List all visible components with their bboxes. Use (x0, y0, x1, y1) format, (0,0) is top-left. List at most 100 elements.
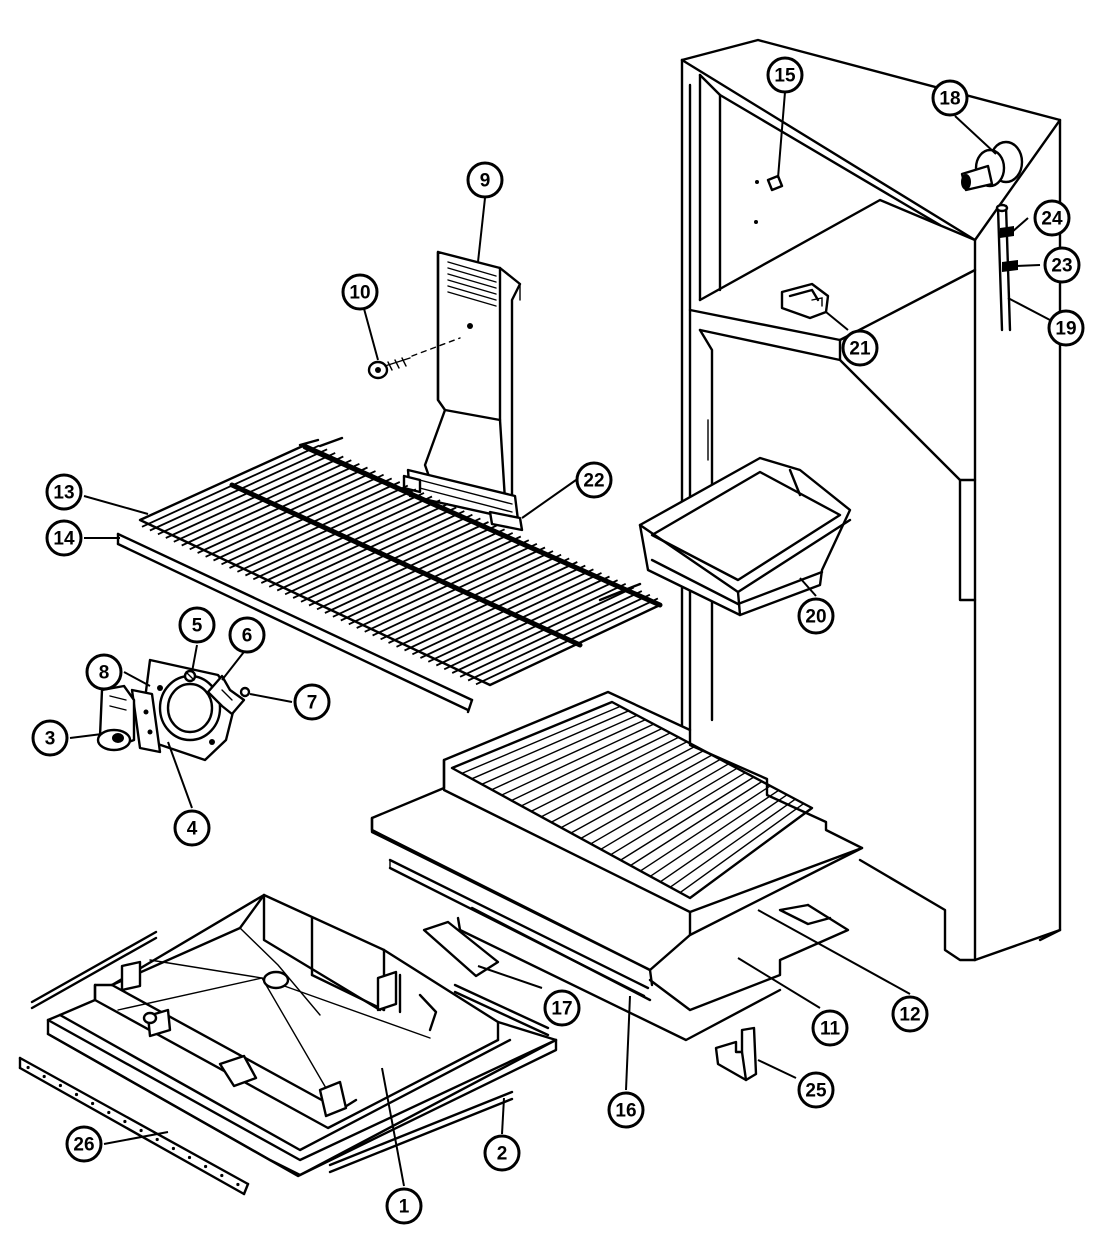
cover-rib (560, 749, 705, 829)
cover-rib (530, 736, 680, 812)
callout-number: 16 (615, 1101, 636, 1122)
callout-number: 18 (939, 89, 960, 110)
part-17-small-panel (422, 920, 500, 978)
callout-1: 1 (385, 1187, 423, 1225)
part-2-side-rail (328, 983, 550, 1174)
callout-circle (483, 1134, 521, 1172)
part-21-bracket (780, 282, 830, 320)
callout-number: 15 (774, 66, 796, 87)
callout-circle (1043, 246, 1081, 284)
callout-number: 7 (307, 693, 318, 714)
callout-11: 11 (811, 1009, 849, 1047)
rail-hole (58, 1083, 63, 1088)
callout-circle (466, 161, 504, 199)
cover-rib (669, 798, 796, 888)
callout-19: 19 (1047, 309, 1085, 347)
callout-number: 1 (399, 1197, 410, 1218)
callout-18: 18 (931, 79, 969, 117)
callout-number: 11 (820, 1019, 841, 1040)
cover-rib (679, 802, 805, 894)
callout-8: 8 (85, 653, 123, 691)
cover-rib (639, 785, 771, 872)
callout-number: 9 (480, 171, 491, 192)
cover-rib (600, 767, 738, 850)
callout-circle (178, 606, 216, 644)
rail-hole (204, 1164, 208, 1169)
callout-circle (543, 989, 581, 1027)
cover-rib (619, 776, 755, 861)
callout-3: 3 (31, 719, 69, 757)
part-25-bracket (714, 1026, 758, 1082)
cover-rib (550, 745, 696, 823)
callout-circle (607, 1091, 645, 1129)
cover-rib (520, 732, 671, 807)
callout-circle (797, 597, 835, 635)
callout-circle (173, 809, 211, 847)
rail-hole (107, 1110, 111, 1115)
callout-24: 24 (1033, 199, 1071, 237)
callout-circle (45, 473, 83, 511)
rail-hole (220, 1173, 224, 1178)
callout-circle (85, 653, 123, 691)
cover-rib (461, 705, 621, 775)
callout-circle (931, 79, 969, 117)
callout-circle (797, 1071, 835, 1109)
callout-26: 26 (65, 1125, 103, 1163)
callout-number: 3 (45, 729, 56, 750)
cover-rib (491, 719, 646, 791)
callout-14: 14 (45, 519, 83, 557)
cover-ribs (461, 705, 805, 894)
rail-hole (187, 1155, 192, 1160)
callout-number: 22 (583, 471, 604, 492)
callout-circle (841, 329, 879, 367)
callout-22: 22 (575, 461, 613, 499)
callout-number: 25 (805, 1081, 827, 1102)
callout-circle (1033, 199, 1071, 237)
part-8-fan-bracket (138, 658, 238, 762)
part-16-strip (388, 858, 650, 998)
callout-5: 5 (178, 606, 216, 644)
part-9-air-duct (406, 250, 522, 522)
left-rail (30, 930, 158, 1010)
callout-circle (766, 56, 804, 94)
part-1-crisper-tray (46, 893, 558, 1178)
cover-rib (580, 758, 721, 840)
callout-circle (293, 683, 331, 721)
callout-circle (385, 1187, 423, 1225)
cover-rib (659, 794, 788, 883)
callout-circle (65, 1125, 103, 1163)
callout-23: 23 (1043, 246, 1081, 284)
callout-number: 17 (551, 999, 572, 1020)
cover-rib (500, 723, 655, 796)
part-6-fan-blade (206, 674, 246, 716)
rail-hole (171, 1146, 175, 1151)
part-7-clip (239, 686, 251, 698)
cover-rib (540, 741, 688, 818)
callout-number: 13 (53, 483, 74, 504)
callout-20: 20 (797, 597, 835, 635)
part-12-crisper-cover (370, 690, 864, 987)
part-10-screw (367, 337, 461, 380)
vent-grille (447, 261, 497, 307)
callout-circle (575, 461, 613, 499)
callout-circle (1047, 309, 1085, 347)
rail-hole (91, 1101, 95, 1106)
callout-number: 8 (99, 663, 110, 684)
part-22-clips (402, 474, 524, 532)
callout-13: 13 (45, 473, 83, 511)
part-26-bottom-rail (18, 1056, 250, 1196)
callout-number: 26 (73, 1135, 94, 1156)
part-5-screw (183, 669, 197, 683)
callout-circle (228, 616, 266, 654)
callout-number: 6 (242, 626, 253, 647)
cover-rib (510, 727, 663, 802)
part-19-rod (995, 203, 1018, 332)
leader-lines (69, 91, 1051, 1187)
callout-2: 2 (483, 1134, 521, 1172)
callout-15: 15 (766, 56, 804, 94)
rail-hole (139, 1128, 143, 1133)
part-4-motor-mount (130, 688, 162, 754)
callout-circle (811, 1009, 849, 1047)
